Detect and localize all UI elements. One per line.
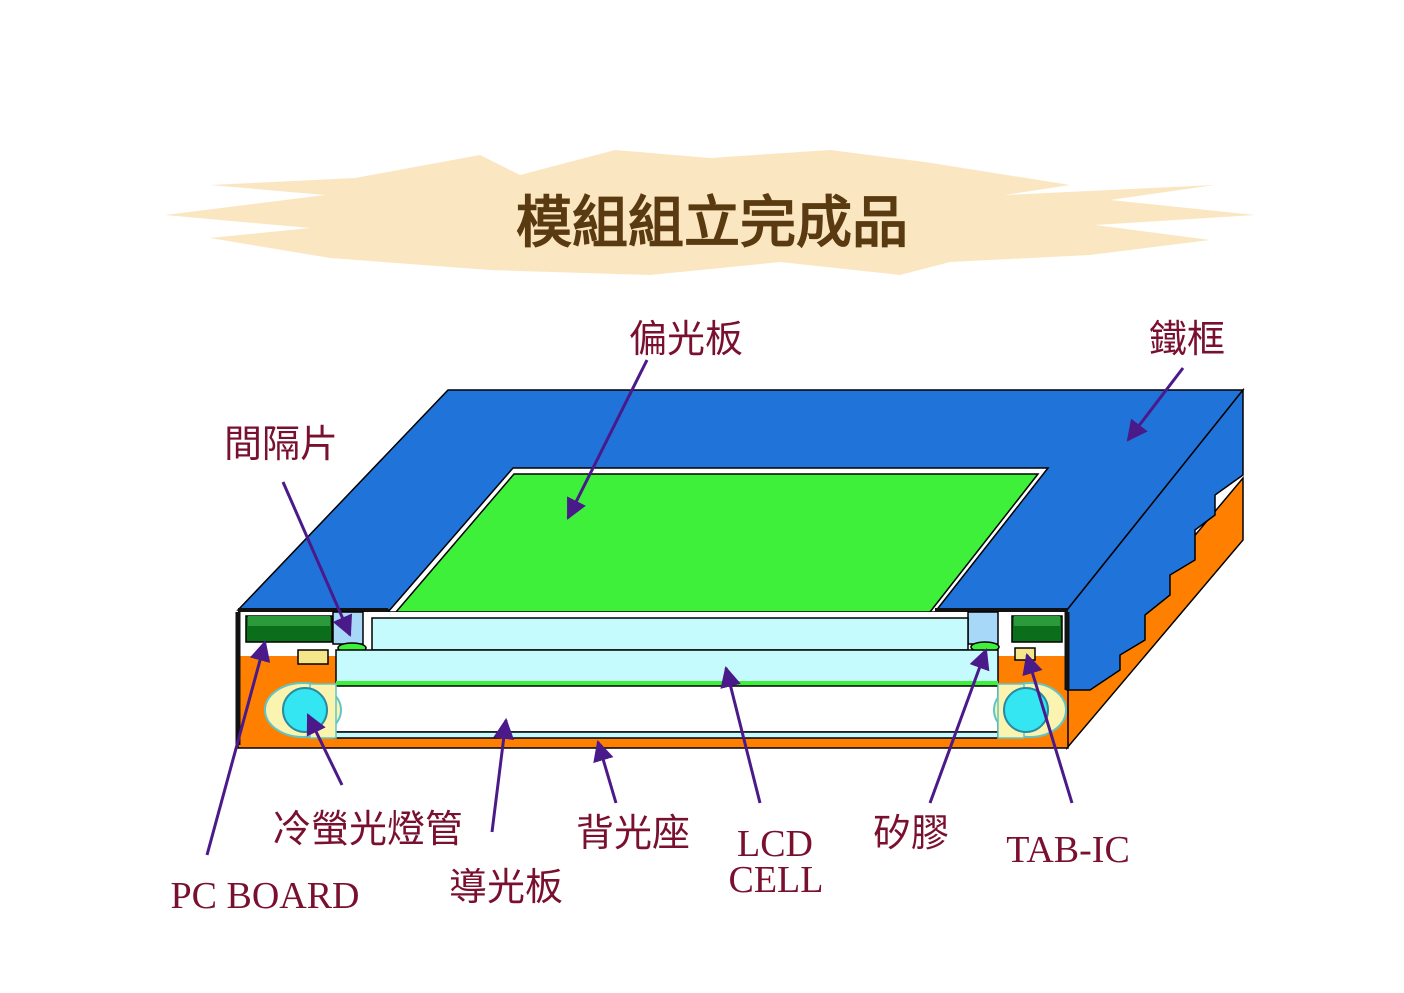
iron-frame-side — [1066, 387, 1244, 691]
lcd-glass-top — [371, 617, 969, 651]
ccfl-lamp-right — [1003, 687, 1049, 733]
title: 模組組立完成品 — [516, 190, 908, 256]
tab-ic-left — [297, 649, 329, 665]
label-lcd-cell-line1: LCD — [737, 823, 813, 865]
arrow-silicone — [928, 648, 990, 804]
label-light-guide: 導光板 — [449, 865, 563, 909]
label-silicone: 矽膠 — [873, 811, 949, 855]
tab-ic-right — [1014, 647, 1036, 661]
arrow-backlight-base — [593, 739, 618, 804]
label-backlight-base: 背光座 — [576, 811, 690, 855]
arrow-spacer — [281, 481, 353, 637]
light-guide — [333, 685, 999, 733]
label-ccfl: 冷螢光燈管 — [273, 807, 463, 851]
arrow-light-guide — [490, 717, 515, 833]
arrow-polarizer — [566, 359, 649, 520]
lcd-glass-bottom — [335, 649, 999, 683]
arrow-ccfl — [306, 713, 344, 786]
arrow-pc-board — [205, 639, 271, 856]
reflector-layer — [333, 731, 999, 739]
diffuser-layer — [336, 681, 998, 687]
title-burst — [165, 150, 1255, 275]
ccfl-lamp-left — [282, 687, 328, 733]
label-spacer: 間隔片 — [224, 422, 338, 466]
label-tab-ic: TAB-IC — [1006, 829, 1130, 871]
arrow-lcd-cell — [720, 665, 762, 804]
arrow-iron-frame — [1126, 367, 1185, 442]
spacer-right — [967, 611, 999, 645]
label-iron-frame: 鐵框 — [1149, 317, 1225, 361]
label-pc-board: PC BOARD — [171, 875, 360, 917]
label-lcd-cell-line2: CELL — [729, 859, 824, 901]
label-polarizer: 偏光板 — [629, 317, 743, 361]
arrow-tab-ic — [1022, 652, 1074, 804]
